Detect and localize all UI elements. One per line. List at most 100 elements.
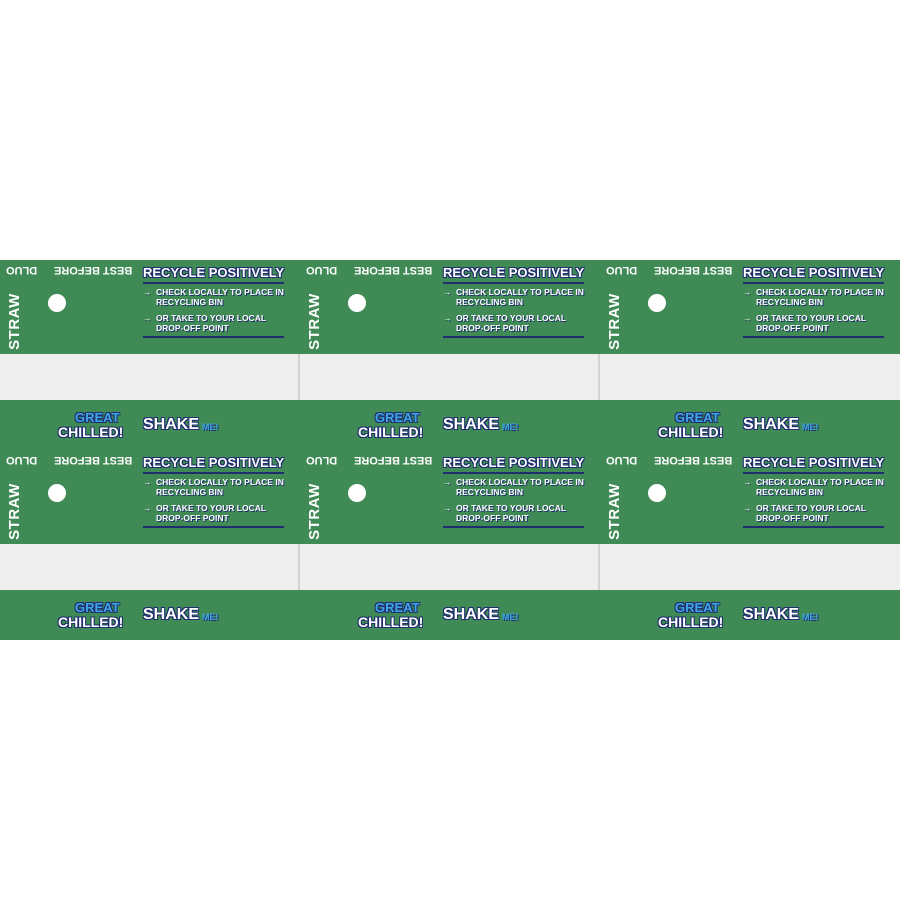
straw-label: STRAW: [605, 292, 623, 350]
label-panel: STRAW DLUO BEST BEFORE RECYCLE POSITIVEL…: [0, 450, 300, 640]
label-panel: STRAW DLUO BEST BEFORE RECYCLE POSITIVEL…: [300, 450, 600, 640]
recycle-title: RECYCLE POSITIVELY: [443, 265, 585, 280]
arrow-icon: →: [143, 287, 152, 297]
arrow-icon: →: [443, 503, 452, 513]
straw-label: STRAW: [5, 292, 23, 350]
shake-text: SHAKE: [743, 416, 800, 433]
divider: [443, 526, 584, 528]
divider: [743, 336, 884, 338]
bottom-band: [300, 400, 600, 450]
best-before-text: BEST BEFORE: [54, 454, 133, 466]
divider: [743, 282, 884, 284]
great-text: GREAT: [675, 600, 720, 615]
divider: [443, 282, 584, 284]
straw-hole: [48, 294, 66, 312]
me-text: ME!: [202, 612, 219, 622]
label-panel: STRAW DLUO BEST BEFORE RECYCLE POSITIVEL…: [300, 260, 600, 450]
divider: [743, 472, 884, 474]
divider: [443, 336, 584, 338]
straw-hole: [48, 484, 66, 502]
blank-band: [600, 544, 900, 590]
great-text: GREAT: [375, 410, 420, 425]
dluo-text: DLUO: [6, 264, 38, 276]
straw-hole: [648, 294, 666, 312]
recycle-item-2: →OR TAKE TO YOUR LOCAL DROP-OFF POINT: [143, 503, 267, 523]
arrow-icon: →: [143, 313, 152, 323]
label-sheet: STRAW DLUO BEST BEFORE RECYCLE POSITIVEL…: [0, 260, 900, 640]
chilled-text: CHILLED!: [658, 614, 724, 630]
arrow-icon: →: [443, 477, 452, 487]
recycle-item-2: →OR TAKE TO YOUR LOCAL DROP-OFF POINT: [443, 503, 567, 523]
best-before-text: BEST BEFORE: [654, 454, 733, 466]
recycle-item-1: →CHECK LOCALLY TO PLACE IN RECYCLING BIN: [743, 477, 884, 497]
great-text: GREAT: [375, 600, 420, 615]
blank-band: [0, 544, 300, 590]
divider: [443, 472, 584, 474]
arrow-icon: →: [143, 503, 152, 513]
dluo-text: DLUO: [606, 264, 638, 276]
chilled-text: CHILLED!: [58, 614, 124, 630]
recycle-item-1: →CHECK LOCALLY TO PLACE IN RECYCLING BIN: [743, 287, 884, 307]
me-text: ME!: [202, 422, 219, 432]
arrow-icon: →: [743, 503, 752, 513]
recycle-title: RECYCLE POSITIVELY: [143, 455, 285, 470]
bottom-band: [0, 590, 300, 640]
me-text: ME!: [802, 612, 819, 622]
best-before-text: BEST BEFORE: [354, 264, 433, 276]
column-separator: [298, 544, 300, 590]
recycle-item-2: →OR TAKE TO YOUR LOCAL DROP-OFF POINT: [743, 313, 867, 333]
blank-band: [300, 544, 600, 590]
column-separator: [598, 544, 600, 590]
straw-label: STRAW: [5, 482, 23, 540]
recycle-item-1: →CHECK LOCALLY TO PLACE IN RECYCLING BIN: [443, 287, 584, 307]
best-before-text: BEST BEFORE: [654, 264, 733, 276]
shake-text: SHAKE: [143, 416, 200, 433]
recycle-title: RECYCLE POSITIVELY: [743, 455, 885, 470]
label-panel: STRAW DLUO BEST BEFORE RECYCLE POSITIVEL…: [0, 260, 300, 450]
me-text: ME!: [802, 422, 819, 432]
best-before-text: BEST BEFORE: [354, 454, 433, 466]
label-panel: STRAW DLUO BEST BEFORE RECYCLE POSITIVEL…: [600, 450, 900, 640]
straw-label: STRAW: [605, 482, 623, 540]
straw-hole: [348, 294, 366, 312]
chilled-text: CHILLED!: [58, 424, 124, 440]
chilled-text: CHILLED!: [358, 424, 424, 440]
dluo-text: DLUO: [606, 454, 638, 466]
bottom-band: [600, 590, 900, 640]
straw-label: STRAW: [305, 292, 323, 350]
bottom-band: [0, 400, 300, 450]
arrow-icon: →: [743, 313, 752, 323]
arrow-icon: →: [143, 477, 152, 487]
shake-text: SHAKE: [743, 606, 800, 623]
dluo-text: DLUO: [306, 454, 338, 466]
me-text: ME!: [502, 422, 519, 432]
recycle-title: RECYCLE POSITIVELY: [143, 265, 285, 280]
bottom-band: [300, 590, 600, 640]
divider: [143, 336, 284, 338]
arrow-icon: →: [443, 313, 452, 323]
best-before-text: BEST BEFORE: [54, 264, 133, 276]
bottom-band: [600, 400, 900, 450]
blank-band: [600, 354, 900, 400]
dluo-text: DLUO: [6, 454, 38, 466]
chilled-text: CHILLED!: [358, 614, 424, 630]
great-text: GREAT: [675, 410, 720, 425]
recycle-item-1: →CHECK LOCALLY TO PLACE IN RECYCLING BIN: [443, 477, 584, 497]
straw-label: STRAW: [305, 482, 323, 540]
recycle-item-2: →OR TAKE TO YOUR LOCAL DROP-OFF POINT: [743, 503, 867, 523]
blank-band: [0, 354, 300, 400]
divider: [143, 526, 284, 528]
shake-text: SHAKE: [143, 606, 200, 623]
arrow-icon: →: [743, 287, 752, 297]
dluo-text: DLUO: [306, 264, 338, 276]
column-separator: [298, 354, 300, 400]
me-text: ME!: [502, 612, 519, 622]
arrow-icon: →: [743, 477, 752, 487]
divider: [743, 526, 884, 528]
recycle-title: RECYCLE POSITIVELY: [443, 455, 585, 470]
recycle-item-2: →OR TAKE TO YOUR LOCAL DROP-OFF POINT: [443, 313, 567, 333]
label-panel: STRAW DLUO BEST BEFORE RECYCLE POSITIVEL…: [600, 260, 900, 450]
recycle-item-1: →CHECK LOCALLY TO PLACE IN RECYCLING BIN: [143, 477, 284, 497]
column-separator: [598, 354, 600, 400]
divider: [143, 282, 284, 284]
